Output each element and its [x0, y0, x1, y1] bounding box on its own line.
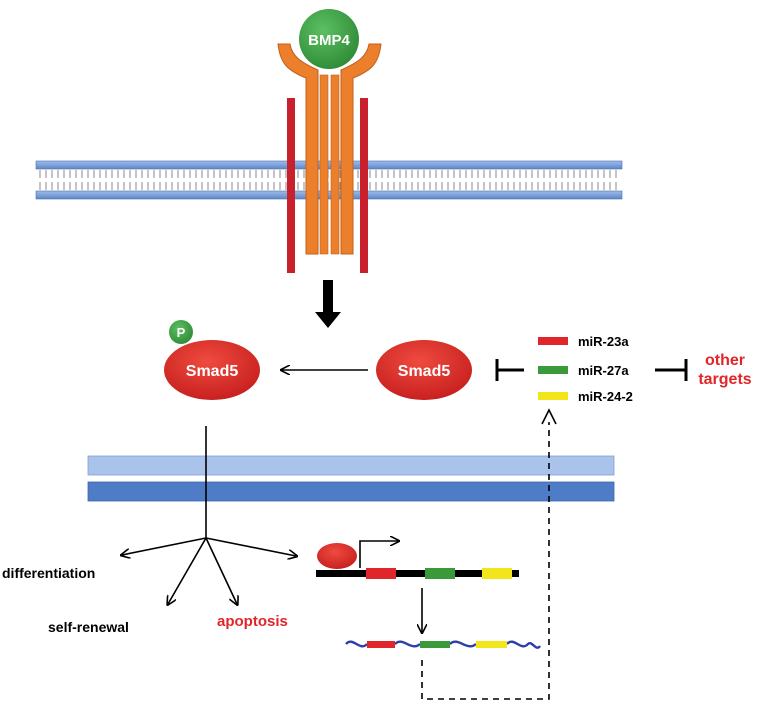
plasma-membrane [35, 160, 623, 200]
pri-mir-transcript [345, 640, 541, 649]
outcome-arrows [122, 537, 296, 604]
phospho-smad5-label: Smad5 [186, 363, 239, 380]
psmad5-on-promoter [317, 543, 357, 569]
smad5: Smad5 [376, 340, 472, 400]
transcription-start-arrow [359, 541, 398, 568]
apoptosis-label: apoptosis [217, 613, 288, 630]
processing-arrowhead [541, 408, 557, 425]
co-receptor-right [360, 98, 368, 273]
mir-24-2-swatch [538, 392, 568, 400]
bmp4-ligand: BMP4 [299, 9, 359, 69]
bmp-receptor [277, 43, 382, 255]
phospho-smad5: Smad5 P [164, 320, 260, 400]
phosphate-icon [169, 320, 193, 344]
self-renewal-label: self-renewal [48, 619, 129, 635]
differentiation-label: differentiation [2, 565, 95, 581]
mir-inhibits-other-targets [655, 359, 688, 381]
mir-cluster-legend: miR-23a miR-27a miR-24-2 [538, 334, 633, 404]
co-receptor-left [287, 98, 295, 273]
mir-gene-locus [316, 541, 519, 579]
lipid-tails [39, 170, 617, 190]
other-targets-line1: other [705, 352, 745, 369]
bmp4-label: BMP4 [308, 32, 350, 49]
smad5-label: Smad5 [398, 363, 451, 380]
mir-23a-swatch [538, 337, 568, 345]
other-targets-line2: targets [698, 371, 751, 388]
phosphate-label: P [177, 325, 186, 340]
mir-23a-label: miR-23a [578, 334, 629, 349]
mir-24-2-label: miR-24-2 [578, 389, 633, 404]
mir-27a-swatch [538, 366, 568, 374]
nuclear-membrane [87, 455, 615, 502]
mir-inhibits-smad5 [495, 359, 524, 381]
signal-arrow [315, 280, 341, 328]
processing-feedback-arrow [421, 422, 550, 700]
mir-27a-label: miR-27a [578, 363, 629, 378]
